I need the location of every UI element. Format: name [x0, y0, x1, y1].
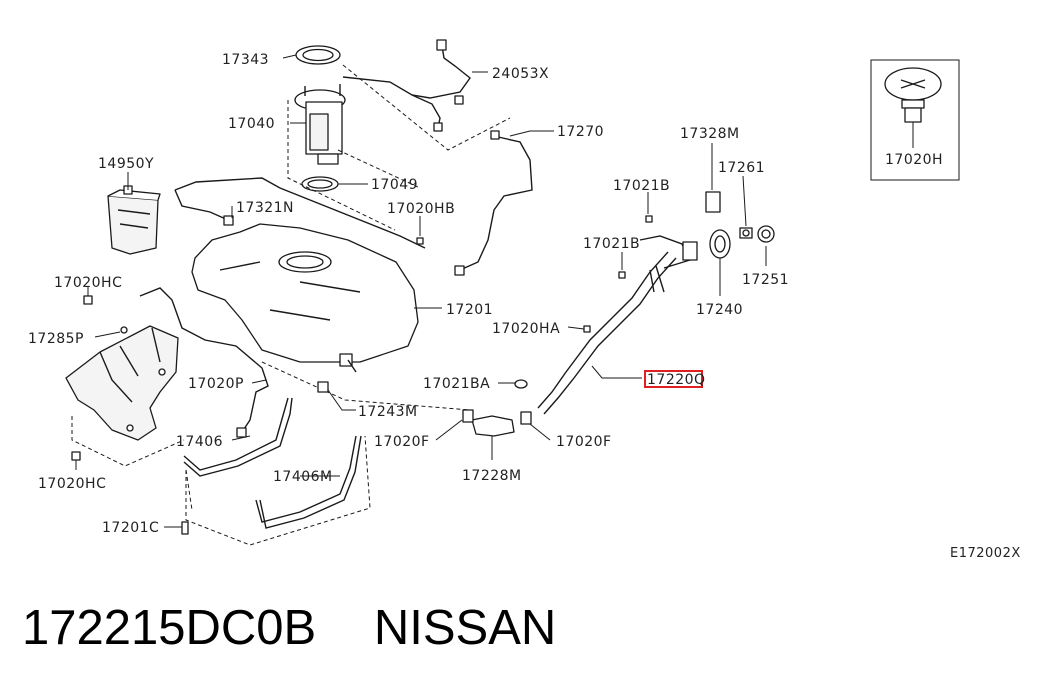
- label-17285p: 17285P: [28, 331, 84, 347]
- inset-box-17020h: [870, 59, 960, 181]
- brand-name: NISSAN: [373, 601, 557, 655]
- label-17020f-right: 17020F: [556, 434, 612, 450]
- diagram-code: E172002X: [950, 546, 1021, 561]
- label-17343: 17343: [222, 52, 269, 68]
- tank-band-left: [183, 397, 293, 477]
- label-17251: 17251: [742, 272, 789, 288]
- evap-canister: [107, 185, 161, 255]
- label-14950y: 14950Y: [98, 156, 154, 172]
- label-17021b-mid: 17021B: [583, 236, 640, 252]
- clip-fasteners: [71, 215, 653, 535]
- label-24053x: 24053X: [492, 66, 549, 82]
- vent-valve: [705, 191, 721, 213]
- highlight-box: [644, 370, 703, 388]
- label-17020f-left: 17020F: [374, 434, 430, 450]
- label-17261: 17261: [718, 160, 765, 176]
- label-17020hc-top: 17020HC: [54, 275, 122, 291]
- filler-tube: [537, 235, 698, 415]
- label-17020hc-bottom: 17020HC: [38, 476, 106, 492]
- wiring-harness: [342, 39, 471, 132]
- filler-cap: [757, 225, 775, 243]
- label-17049: 17049: [371, 177, 418, 193]
- reference-lines-pump: [287, 64, 511, 231]
- label-17201c: 17201C: [102, 520, 159, 536]
- label-17328m: 17328M: [680, 126, 740, 142]
- pump-lock-ring: [301, 176, 339, 192]
- label-17021b-top: 17021B: [613, 178, 670, 194]
- evap-tube: [454, 130, 533, 276]
- label-17270: 17270: [557, 124, 604, 140]
- part-number: 172215DC0B: [22, 601, 317, 655]
- reference-lines-straps: [71, 361, 471, 546]
- tank-band-right: [255, 435, 362, 529]
- vent-tube: [174, 177, 426, 249]
- filler-neck-seal: [709, 229, 731, 259]
- label-17243m: 17243M: [358, 404, 418, 420]
- label-17040: 17040: [228, 116, 275, 132]
- fuel-pump-assembly: [294, 84, 346, 165]
- pump-gasket-ring: [295, 45, 341, 65]
- label-17228m: 17228M: [462, 468, 522, 484]
- label-17020ha: 17020HA: [492, 321, 560, 337]
- fuel-tank: [191, 223, 419, 367]
- drain-tube: [139, 287, 269, 438]
- label-17021ba: 17021BA: [423, 376, 490, 392]
- cap-tether: [739, 227, 753, 239]
- filler-hose: [471, 415, 515, 437]
- label-17220q: 17220Q: [647, 372, 706, 388]
- label-17406: 17406: [176, 434, 223, 450]
- leader-lines: [75, 54, 767, 528]
- label-17406m: 17406M: [273, 469, 333, 485]
- label-17020h: 17020H: [885, 152, 943, 168]
- label-17240: 17240: [696, 302, 743, 318]
- label-17020hb: 17020HB: [387, 201, 455, 217]
- label-17201: 17201: [446, 302, 493, 318]
- part-caption: 172215DC0B NISSAN: [22, 598, 1022, 658]
- label-17020p: 17020P: [188, 376, 244, 392]
- label-17321n: 17321N: [236, 200, 294, 216]
- heat-insulator: [65, 325, 179, 441]
